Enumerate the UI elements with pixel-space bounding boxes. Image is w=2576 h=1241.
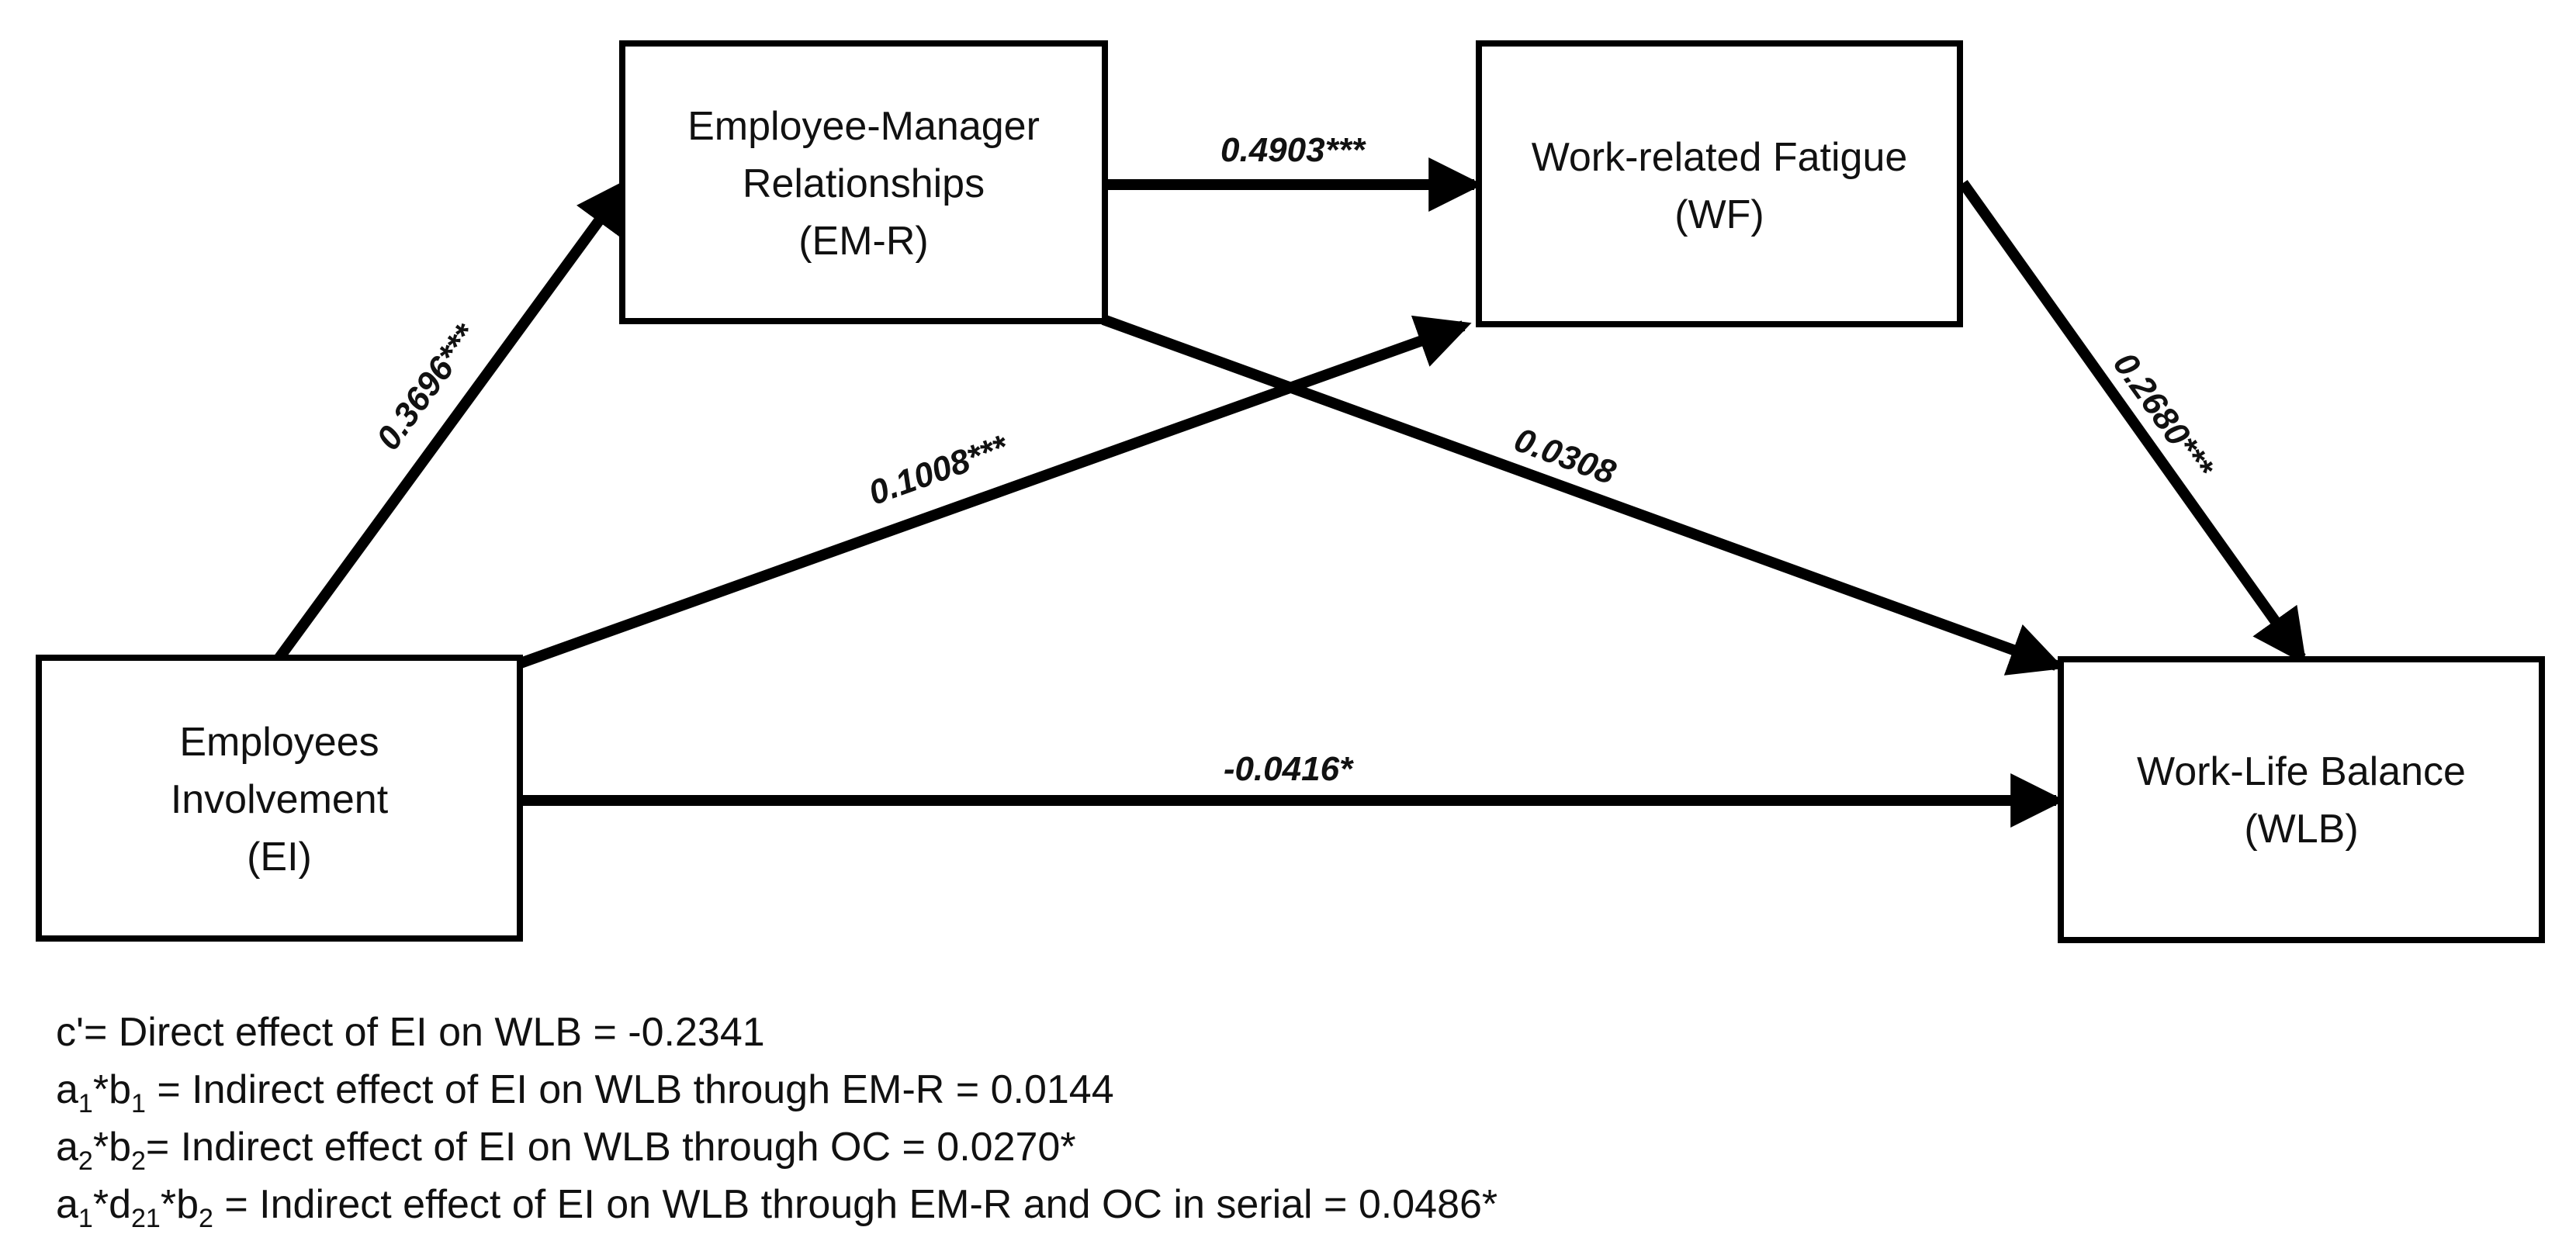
note-indirect-emr-text: = Indirect effect of EI on WLB through E… <box>145 1067 1114 1112</box>
note-serial-d-sub: 21 <box>131 1204 161 1233</box>
note-indirect-oc: a2*b2= Indirect effect of EI on WLB thro… <box>56 1118 1497 1176</box>
edge-label-emr-wf: 0.4903*** <box>1220 131 1366 169</box>
note-indirect-serial: a1*d21*b2 = Indirect effect of EI on WLB… <box>56 1176 1497 1233</box>
note-direct-effect: c'= Direct effect of EI on WLB = -0.2341 <box>56 1004 1497 1061</box>
node-wlb-line-1: Work-Life Balance <box>2137 749 2466 794</box>
note-indirect-emr-b: *b <box>92 1067 131 1112</box>
node-box-ei <box>36 655 523 942</box>
note-serial-d: *d <box>92 1182 131 1227</box>
note-direct-text: = Direct effect of EI on WLB = -0.2341 <box>83 1010 765 1055</box>
note-direct-prefix: c' <box>56 1010 84 1055</box>
node-ei-line-2: Involvement <box>171 777 389 822</box>
edges-group <box>275 157 2307 828</box>
note-serial-b: *b <box>160 1182 199 1227</box>
note-indirect-oc-b: *b <box>92 1125 131 1170</box>
node-wf-line-1: Work-related Fatigue <box>1532 135 1908 180</box>
edge-wf-to-wlb <box>1958 179 2307 665</box>
node-emr: Employee-Manager Relationships (EM-R) <box>619 40 1108 324</box>
note-indirect-oc-a: a <box>56 1125 78 1170</box>
node-emr-line-1: Employee-Manager <box>687 104 1040 149</box>
note-indirect-emr-b-sub: 1 <box>131 1089 146 1118</box>
edge-ei-to-emr <box>275 177 631 662</box>
node-ei-line-3: (EI) <box>247 835 312 880</box>
note-serial-a: a <box>56 1182 78 1227</box>
node-wf-line-2: (WF) <box>1674 192 1764 237</box>
node-wlb-line-2: (WLB) <box>2244 807 2358 852</box>
note-indirect-oc-text: = Indirect effect of EI on WLB through O… <box>145 1125 1076 1170</box>
note-serial-a-sub: 1 <box>78 1204 93 1233</box>
node-ei: Employees Involvement (EI) <box>36 655 523 942</box>
node-wlb: Work-Life Balance (WLB) <box>2058 656 2545 943</box>
node-box-wlb <box>2058 656 2545 943</box>
node-emr-line-2: Relationships <box>743 161 985 206</box>
edge-label-ei-emr: 0.3696*** <box>369 316 486 457</box>
note-indirect-oc-a-sub: 2 <box>78 1146 93 1176</box>
node-ei-line-1: Employees <box>179 720 379 765</box>
note-serial-text: = Indirect effect of EI on WLB through E… <box>213 1182 1498 1227</box>
edge-label-ei-wlb: -0.0416* <box>1224 750 1354 788</box>
note-indirect-oc-b-sub: 2 <box>131 1146 146 1176</box>
node-box-emr <box>619 40 1108 324</box>
node-wf: Work-related Fatigue (WF) <box>1476 40 1963 327</box>
effects-legend: c'= Direct effect of EI on WLB = -0.2341… <box>56 1004 1497 1233</box>
node-emr-line-3: (EM-R) <box>798 219 929 264</box>
node-box-wf <box>1476 40 1963 327</box>
note-indirect-emr-a-sub: 1 <box>78 1089 93 1118</box>
note-indirect-emr-a: a <box>56 1067 78 1112</box>
edge-emr-to-wlb <box>1101 314 2065 676</box>
note-serial-b-sub: 2 <box>198 1204 213 1233</box>
edge-ei-to-wf <box>516 315 1472 669</box>
note-indirect-emr: a1*b1 = Indirect effect of EI on WLB thr… <box>56 1061 1497 1118</box>
